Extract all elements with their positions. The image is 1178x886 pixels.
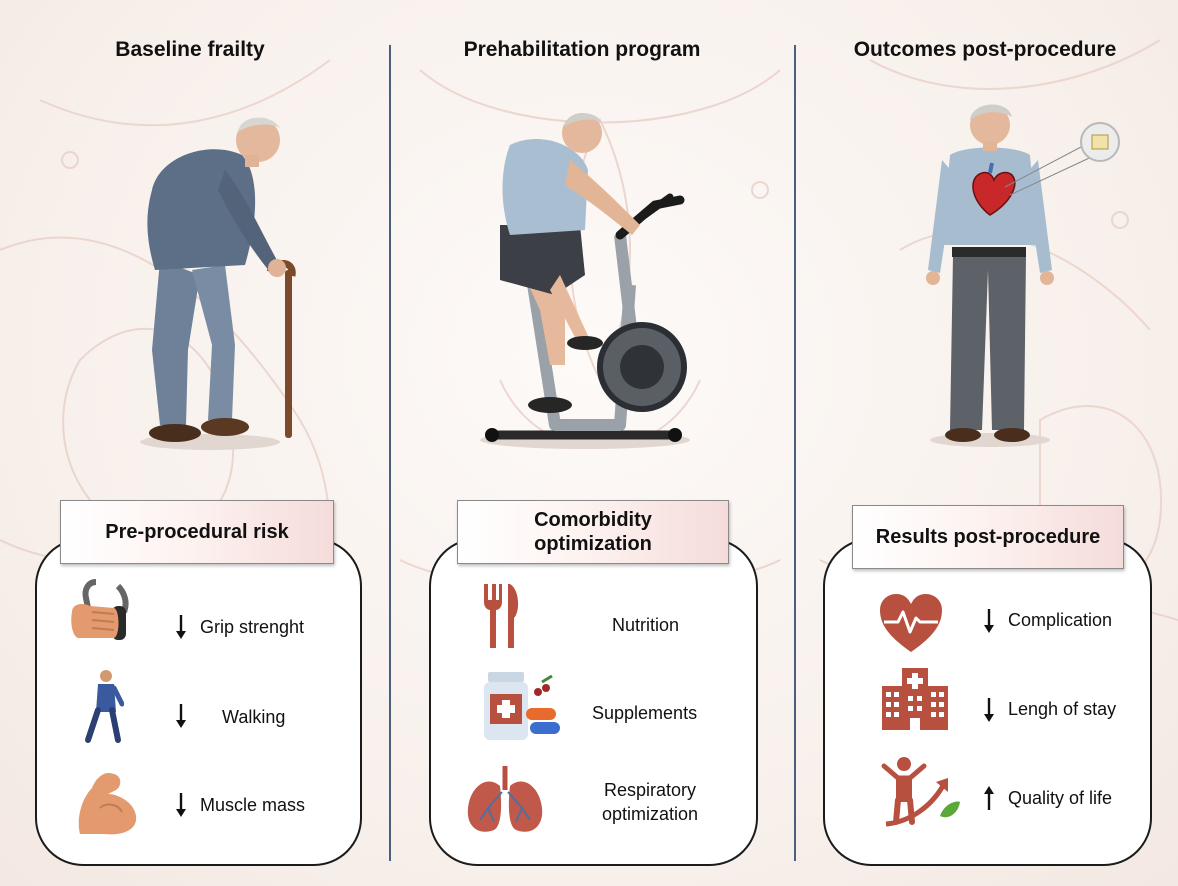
item-walking: Walking xyxy=(222,707,286,727)
walking-person-icon xyxy=(85,670,124,743)
supplements-bottle-icon xyxy=(484,672,560,740)
person-growth-icon xyxy=(881,757,960,827)
column-divider-right xyxy=(794,45,796,861)
column-title-outcomes: Outcomes post-procedure xyxy=(853,38,1117,61)
label-pre-procedural-risk-text: Pre-procedural risk xyxy=(105,521,289,543)
man-on-exercise-bike-illustration xyxy=(480,113,690,449)
hospital-icon xyxy=(882,668,948,730)
arrow-down-icon xyxy=(984,698,994,722)
arrow-down-icon xyxy=(176,615,186,639)
lungs-icon xyxy=(467,766,543,832)
label-pre-procedural-risk: Pre-procedural risk xyxy=(60,500,334,564)
item-supplements: Supplements xyxy=(592,703,698,723)
label-comorbidity-line1: Comorbidity xyxy=(534,509,652,531)
column-title-baseline-frailty: Baseline frailty xyxy=(115,38,265,61)
arrow-up-icon xyxy=(984,786,994,810)
frail-elderly-man-illustration xyxy=(140,117,296,450)
item-length-of-stay: Lengh of stay xyxy=(1008,699,1117,719)
standing-man-with-heart-illustration xyxy=(926,104,1120,447)
label-comorbidity-optimization: Comorbidity optimization xyxy=(457,500,729,564)
heart-pulse-icon xyxy=(880,594,942,652)
item-respiratory-optimization: Respiratory optimization xyxy=(575,778,725,826)
hand-grip-icon xyxy=(71,579,129,640)
item-quality-of-life: Quality of life xyxy=(1008,788,1113,808)
arrow-down-icon xyxy=(176,704,186,728)
label-results-post-procedure: Results post-procedure xyxy=(852,505,1124,569)
label-comorbidity-line2: optimization xyxy=(534,533,652,555)
label-results-post-procedure-text: Results post-procedure xyxy=(875,526,1101,548)
item-respiratory-line2: optimization xyxy=(601,804,699,824)
item-respiratory-line1: Respiratory xyxy=(603,780,697,800)
panel-results-post-procedure xyxy=(823,538,1152,866)
flexed-biceps-icon xyxy=(78,772,137,835)
item-grip-strength: Grip strenght xyxy=(200,617,305,637)
column-title-prehabilitation: Prehabilitation program xyxy=(463,38,701,61)
fork-knife-icon xyxy=(484,584,519,648)
arrow-down-icon xyxy=(984,609,994,633)
arrow-down-icon xyxy=(176,793,186,817)
item-nutrition: Nutrition xyxy=(612,615,680,635)
item-complication: Complication xyxy=(1008,610,1113,630)
column-divider-left xyxy=(389,45,391,861)
item-muscle-mass: Muscle mass xyxy=(200,795,306,815)
